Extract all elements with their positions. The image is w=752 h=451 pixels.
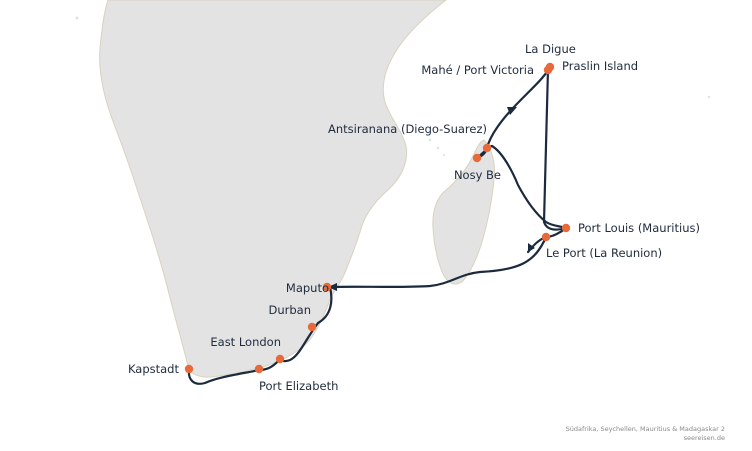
port-marker-durban (307, 322, 317, 332)
island-dot (442, 153, 446, 157)
port-label-antsiranana: Antsiranana (Diego-Suarez) (328, 122, 487, 136)
port-marker-port-louis (561, 223, 571, 233)
island-dot (428, 138, 432, 142)
route-arrow (507, 107, 517, 115)
port-label-kapstadt: Kapstadt (128, 362, 180, 376)
route-arrow (328, 283, 337, 291)
island-dot (707, 95, 711, 99)
port-marker-praslin (543, 65, 553, 75)
route-segment (328, 235, 548, 289)
map-credit-line2: seereisen.de (684, 434, 725, 442)
port-label-nosy-be: Nosy Be (454, 168, 501, 182)
route-segment (542, 67, 568, 231)
route-arrow (528, 243, 535, 252)
port-label-la-digue: La Digue (525, 42, 576, 56)
port-label-maputo: Maputo (286, 281, 329, 295)
port-marker-nosy-be (472, 153, 482, 163)
port-marker-maputo (322, 282, 332, 292)
port-label-port-louis: Port Louis (Mauritius) (578, 221, 700, 235)
port-label-mahe: Mahé / Port Victoria (421, 63, 534, 77)
port-label-east-london: East London (210, 335, 281, 349)
port-marker-kapstadt (184, 364, 194, 374)
route-segment (475, 67, 551, 160)
port-marker-antsiranana (482, 143, 492, 153)
map-credit-line1: Südafrika, Seychellen, Mauritius & Madag… (566, 425, 725, 433)
port-label-durban: Durban (268, 303, 311, 317)
port-marker-port-elizabeth (254, 364, 264, 374)
island-dot (75, 16, 79, 20)
madagascar-island (432, 139, 495, 285)
port-label-praslin: Praslin Island (562, 59, 638, 73)
port-label-port-elizabeth: Port Elizabeth (259, 379, 338, 393)
port-marker-east-london (275, 354, 285, 364)
port-label-le-port: Le Port (La Reunion) (546, 246, 662, 260)
port-marker-le-port (541, 232, 551, 242)
africa-landmass (99, 0, 447, 378)
island-dot (436, 146, 440, 150)
